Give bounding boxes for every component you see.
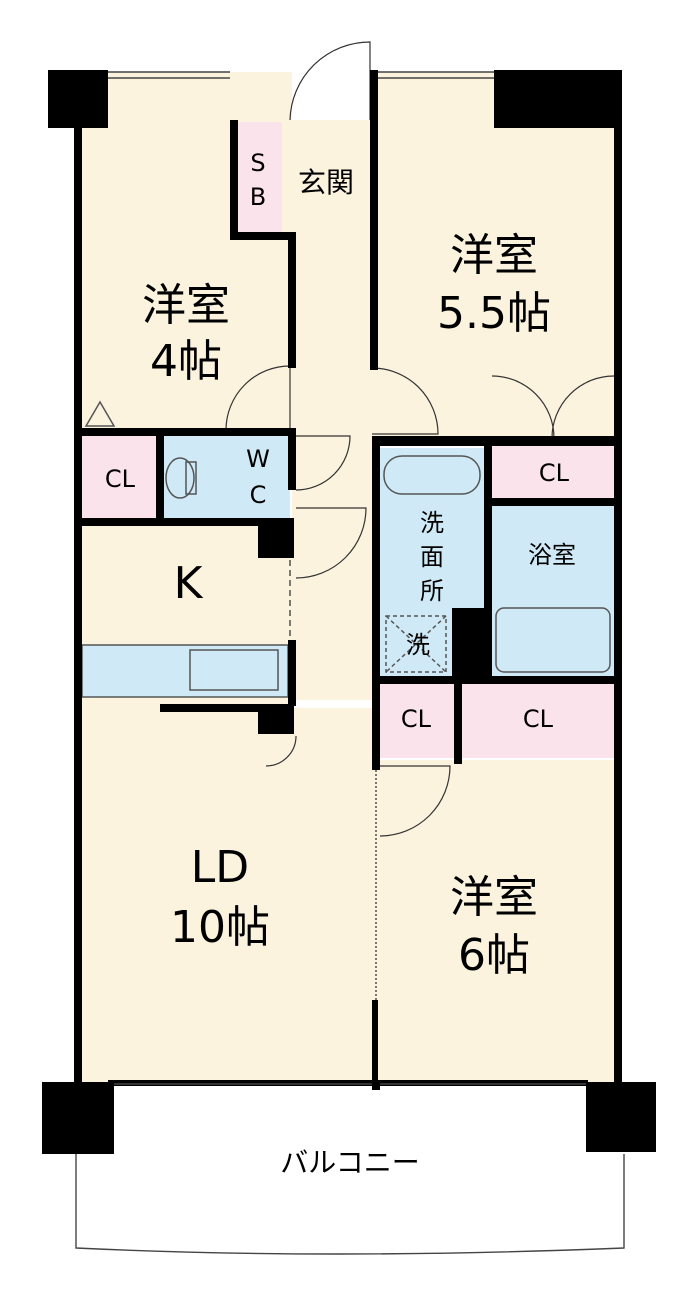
- room-6-name: 洋室: [450, 872, 538, 923]
- wall-sb-bottom: [230, 232, 296, 240]
- shoe-box-s: S: [250, 149, 265, 177]
- ld-size: 10帖: [170, 902, 270, 953]
- kitchen-name: K: [174, 558, 204, 609]
- closet-label-mid-left: CL: [401, 705, 432, 733]
- wall-wc-right: [288, 428, 296, 490]
- room-5-5-door-swing: [371, 367, 439, 435]
- walls: [42, 70, 656, 1154]
- washer-pan: [385, 615, 447, 673]
- hallway-floor: [292, 230, 372, 700]
- wall-sb-left: [230, 120, 238, 238]
- wall-closets-divider: [454, 676, 462, 764]
- column-top-right: [494, 70, 622, 128]
- wall-outer-left: [74, 72, 82, 1088]
- bathroom-fill: [490, 506, 614, 676]
- attic-hatch-triangle: [84, 400, 116, 427]
- shoe-box-b: B: [250, 183, 266, 211]
- wall-kitchen-right: [288, 640, 296, 706]
- column-bottom-right: [586, 1082, 656, 1152]
- kitchen-pillar: [258, 524, 294, 558]
- kitchen-door-swing: [295, 507, 367, 579]
- toilet-bowl: [165, 457, 195, 499]
- closet-mid-right-fill: [458, 682, 614, 758]
- wall-ld-room6: [372, 1000, 378, 1088]
- wall-washroom-left: [372, 436, 380, 684]
- fixtures: [81, 400, 611, 698]
- closet-label-left: CL: [105, 465, 136, 493]
- toilet-fill: [162, 432, 290, 520]
- wall-wc-bottom: [80, 518, 294, 526]
- toilet-tank: [185, 461, 197, 495]
- bathroom-name: 浴室: [528, 541, 576, 569]
- wall-room4-right: [288, 236, 296, 368]
- entrance-name: 玄関: [298, 166, 354, 199]
- door-swings: [225, 41, 615, 837]
- wall-closets-top: [372, 676, 616, 684]
- ld-name: LD: [191, 842, 249, 893]
- shoe-box-fill: [236, 122, 282, 234]
- wall-room6-left: [372, 684, 380, 770]
- ld-door-swing: [265, 735, 297, 767]
- washer-space: 洗: [406, 631, 430, 659]
- room-4-size: 4帖: [150, 336, 222, 387]
- toilet-w: W: [246, 445, 270, 473]
- wall-closet-divider: [156, 428, 164, 524]
- wall-entrance-right: [370, 70, 378, 370]
- windows: [75, 71, 625, 1255]
- balcony-rail: [75, 1154, 625, 1255]
- labels: 洋室 4帖 洋室 5.5帖 洋室 6帖 LD 10帖 K 玄関 S B W C …: [105, 149, 576, 1179]
- room-5-5-name: 洋室: [450, 230, 538, 281]
- closet-label-mid-right: CL: [523, 705, 554, 733]
- wall-bath-top: [484, 498, 616, 506]
- toilet-c: C: [250, 481, 267, 509]
- wc-door-swing: [295, 435, 351, 491]
- column-bottom-left: [42, 1082, 114, 1154]
- closet-label-right-top: CL: [539, 459, 570, 487]
- entrance-floor: [285, 120, 373, 235]
- wall-kitchen-bottom: [160, 704, 260, 712]
- washbasin: [383, 455, 481, 495]
- room-4-name: 洋室: [142, 280, 230, 331]
- room-5-5-size: 5.5帖: [437, 288, 551, 339]
- room-6-door-swing: [379, 765, 451, 837]
- wall-top-left: [108, 120, 236, 126]
- ld-pillar: [258, 704, 294, 734]
- room-fills: [80, 72, 616, 1085]
- wall-washer-pillar: [452, 608, 484, 682]
- kitchen-counter: [81, 644, 289, 698]
- wall-bottom-balcony: [108, 1080, 588, 1086]
- living-dining-floor: [80, 708, 375, 1085]
- wall-washroom-right: [484, 446, 492, 680]
- washroom-3: 所: [420, 577, 444, 605]
- wall-closet-top: [80, 428, 294, 436]
- washroom-1: 洗: [420, 509, 444, 537]
- closet-right-top-fill: [492, 444, 614, 500]
- wall-room55-bottom: [372, 436, 616, 446]
- closet-left-fill: [82, 432, 158, 520]
- kitchen-sink: [189, 649, 279, 691]
- wall-outer-right: [614, 72, 622, 1088]
- bathtub: [495, 607, 611, 673]
- column-top-left: [48, 70, 108, 128]
- entrance-door-swing: [289, 41, 371, 121]
- room-4-door-swing: [225, 365, 291, 431]
- washroom-2: 面: [420, 543, 444, 571]
- western-room-6-floor: [375, 760, 616, 1085]
- wall-divider-balcony: [372, 1080, 380, 1090]
- room-6-size: 6帖: [458, 930, 530, 981]
- closet-mid-left-fill: [378, 682, 454, 758]
- closet-door-swing-2: [551, 375, 615, 439]
- balcony-name: バルコニー: [280, 1146, 419, 1179]
